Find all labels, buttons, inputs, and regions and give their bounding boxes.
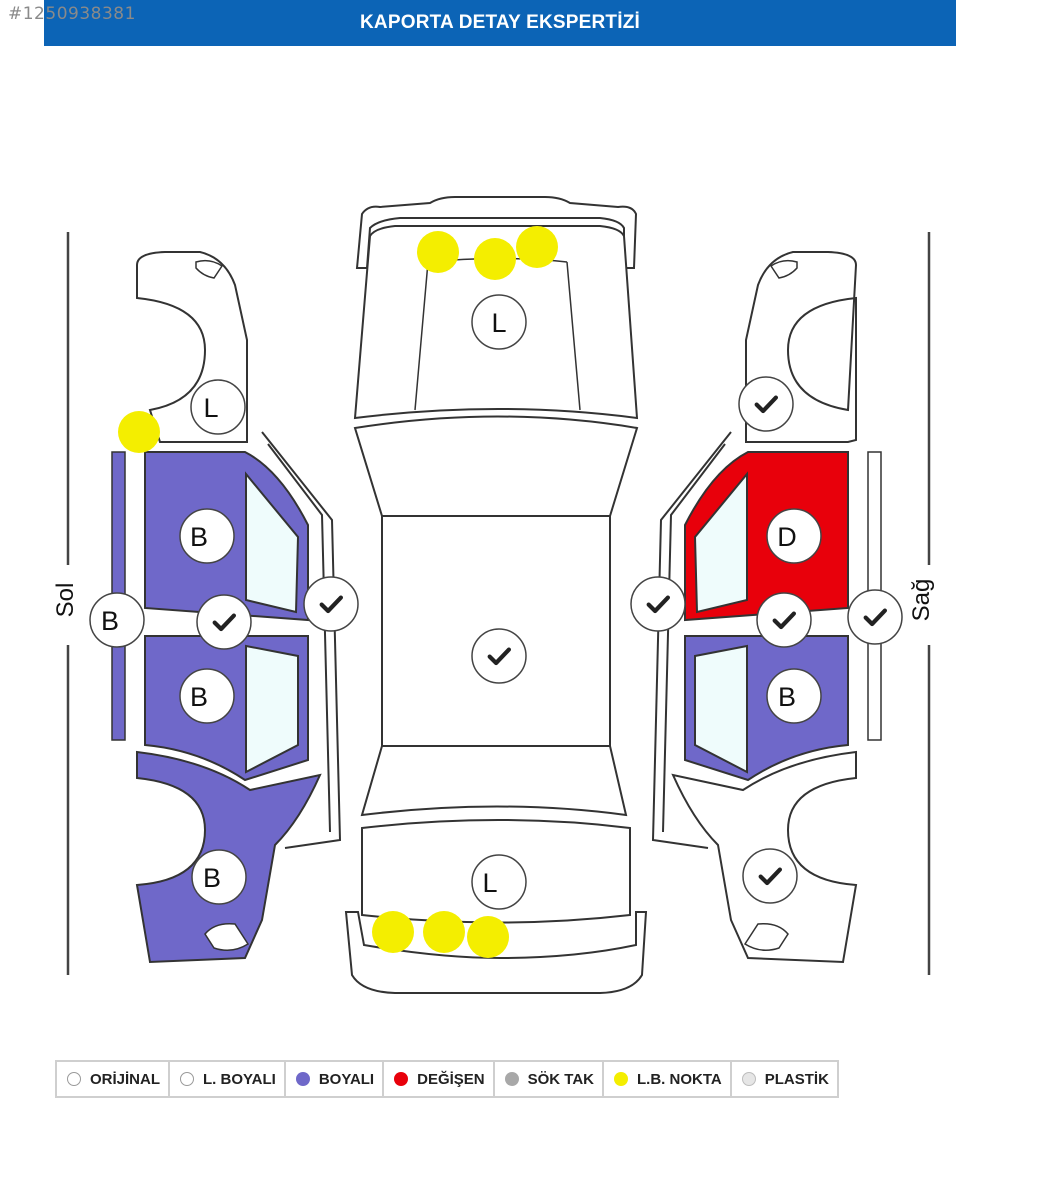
right-rear-window: [694, 644, 748, 774]
left-rear-fender-status-badge[interactable]: B: [191, 849, 247, 905]
legend-swatch: [504, 1072, 519, 1086]
svg-text:B: B: [778, 682, 796, 712]
legend-label: PLASTİK: [764, 1070, 829, 1088]
right-front-fender-status-badge[interactable]: [738, 376, 794, 432]
right-front-window: [693, 471, 748, 614]
legend-label: BOYALI: [318, 1070, 375, 1088]
image-id-watermark: #1250938381: [8, 4, 136, 24]
legend-item-degisen: DEĞİŞEN: [384, 1062, 495, 1096]
legend-item-orijinal: ORİJİNAL: [57, 1062, 171, 1096]
svg-text:L: L: [482, 868, 497, 898]
legend-swatch: [180, 1072, 195, 1086]
rear-bumper[interactable]: [344, 911, 648, 994]
left-rear-window: [245, 644, 299, 774]
hood-status-badge[interactable]: L: [471, 294, 527, 350]
left-a-pillar-status-badge[interactable]: [303, 576, 359, 632]
svg-text:B: B: [101, 606, 119, 636]
legend-swatch: [394, 1072, 409, 1086]
lb-nokta-markers: [118, 226, 558, 958]
legend-label: DEĞİŞEN: [417, 1070, 485, 1088]
legend-item-lb-nokta: L.B. NOKTA: [604, 1062, 732, 1096]
lb-nokta-dot: [467, 916, 509, 958]
left-front-window: [245, 471, 300, 614]
legend-label: L. BOYALI: [203, 1070, 276, 1088]
left-front-door-status-badge[interactable]: B: [179, 508, 235, 564]
left-front-fender-status-badge[interactable]: L: [190, 379, 246, 435]
right-side-label: Sağ: [908, 579, 935, 622]
lb-nokta-dot: [417, 231, 459, 273]
front-bumper[interactable]: [355, 196, 638, 269]
legend-swatch: [741, 1072, 756, 1086]
svg-text:B: B: [190, 522, 208, 552]
legend-swatch: [67, 1072, 81, 1086]
right-a-pillar-status-badge[interactable]: [630, 576, 686, 632]
right-sill-status-badge[interactable]: [847, 589, 903, 645]
legend-label: L.B. NOKTA: [637, 1070, 722, 1088]
svg-text:B: B: [190, 682, 208, 712]
page-title: KAPORTA DETAY EKSPERTİZİ: [360, 12, 640, 33]
legend-swatch: [614, 1072, 629, 1086]
legend: ORİJİNAL L. BOYALI BOYALI DEĞİŞEN SÖK TA…: [55, 1060, 839, 1098]
right-rear-door-status-badge[interactable]: B: [766, 668, 822, 724]
lb-nokta-dot: [118, 411, 160, 453]
windshield[interactable]: [353, 415, 639, 517]
car-body-diagram: Sol Sağ: [52, 196, 935, 994]
left-sill-status-badge[interactable]: B: [89, 592, 145, 648]
legend-label: SÖK TAK: [527, 1070, 595, 1088]
legend-swatch: [295, 1072, 310, 1086]
rear-window[interactable]: [360, 745, 628, 817]
lb-nokta-dot: [516, 226, 558, 268]
left-a-pillar-trim: [261, 431, 342, 849]
left-side-label: Sol: [52, 583, 79, 618]
legend-item-boyali: BOYALI: [286, 1062, 385, 1096]
legend-item-plastik: PLASTİK: [732, 1062, 837, 1096]
legend-item-sok-tak: SÖK TAK: [495, 1062, 605, 1096]
roof-status-badge[interactable]: [471, 628, 527, 684]
svg-text:D: D: [777, 522, 797, 552]
svg-text:L: L: [491, 308, 506, 338]
legend-label: ORİJİNAL: [90, 1070, 161, 1088]
legend-item-l-boyali: L. BOYALI: [170, 1062, 286, 1096]
right-rear-fender-status-badge[interactable]: [742, 848, 798, 904]
lb-nokta-dot: [474, 238, 516, 280]
trunk-status-badge[interactable]: L: [471, 854, 527, 910]
svg-text:B: B: [203, 863, 221, 893]
left-rear-door-status-badge[interactable]: B: [179, 668, 235, 724]
lb-nokta-dot: [423, 911, 465, 953]
right-b-pillar-status-badge[interactable]: [756, 592, 812, 648]
svg-text:L: L: [203, 393, 218, 423]
right-a-pillar-trim: [651, 431, 732, 849]
right-front-door-status-badge[interactable]: D: [766, 508, 822, 564]
header-bar: KAPORTA DETAY EKSPERTİZİ: [44, 0, 956, 46]
left-b-pillar-status-badge[interactable]: [196, 594, 252, 650]
lb-nokta-dot: [372, 911, 414, 953]
